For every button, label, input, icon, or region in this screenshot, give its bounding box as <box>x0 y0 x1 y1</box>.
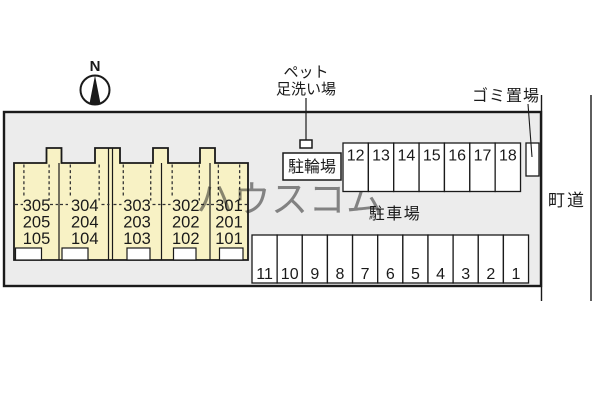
town-road-label: 町道 <box>548 191 586 210</box>
parking-space-number: 18 <box>499 148 517 165</box>
parking-row-top: 12 13 14 15 16 17 18 <box>342 142 522 193</box>
parking-space-number: 9 <box>310 266 319 283</box>
room-number: 202 <box>172 214 200 232</box>
room-number: 303 <box>123 197 151 215</box>
entrance-notch <box>172 247 197 261</box>
parking-space <box>418 142 446 193</box>
garbage-area-box <box>525 142 540 177</box>
garbage-area-label: ゴミ置場 <box>472 86 540 105</box>
parking-space-number: 14 <box>398 148 416 165</box>
parking-space-number: 15 <box>423 148 441 165</box>
pet-wash-box <box>299 139 313 149</box>
parking-space-number: 5 <box>411 266 420 283</box>
parking-space <box>427 234 454 284</box>
room-number: 101 <box>215 230 243 248</box>
parking-space <box>477 234 505 284</box>
parking-space-number: 3 <box>461 266 470 283</box>
parking-lot-label: 駐車場 <box>369 205 422 223</box>
parking-space-number: 10 <box>281 266 299 283</box>
parking-space-number: 16 <box>448 148 466 165</box>
room-number: 103 <box>123 230 151 248</box>
parking-space <box>351 234 379 284</box>
room-number: 302 <box>172 197 200 215</box>
parking-space-number: 4 <box>436 266 445 283</box>
town-road: 町道 <box>540 95 592 301</box>
room-number: 201 <box>215 214 243 232</box>
entrance-notches <box>14 247 244 261</box>
parking-space-number: 1 <box>512 266 521 283</box>
parking-space-number: 8 <box>336 266 345 283</box>
garbage-area: ゴミ置場 <box>472 86 540 177</box>
room-number: 205 <box>23 214 51 232</box>
room-number: 204 <box>71 214 99 232</box>
parking-space-number: 11 <box>256 266 273 283</box>
room-number: 301 <box>215 197 243 215</box>
pet-wash-label-line2: 足洗い場 <box>276 81 336 98</box>
compass: N <box>79 58 111 106</box>
compass-north-label: N <box>90 58 101 75</box>
room-number: 304 <box>71 197 99 215</box>
parking-space-number: 17 <box>474 148 492 165</box>
garbage-leader-line <box>527 103 533 158</box>
parking-space-number: 13 <box>372 148 390 165</box>
parking-space-number: 6 <box>386 266 395 283</box>
room-number: 102 <box>172 230 200 248</box>
parking-space <box>301 234 329 284</box>
pet-wash-label-line1: ペット <box>283 64 328 81</box>
entrance-notch <box>126 247 151 261</box>
parking-space <box>402 234 429 284</box>
parking-space <box>452 234 479 284</box>
parking-space-number: 7 <box>361 266 370 283</box>
parking-space <box>377 234 404 284</box>
entrance-notch <box>218 247 244 261</box>
room-number: 305 <box>23 197 51 215</box>
room-number: 203 <box>123 214 151 232</box>
parking-space-number: 2 <box>486 266 495 283</box>
parking-space <box>276 234 303 284</box>
parking-space <box>502 234 530 284</box>
parking-space <box>393 142 420 193</box>
building-outline <box>13 147 249 261</box>
bicycle-parking: 駐輪場 <box>282 152 342 181</box>
bicycle-parking-label: 駐輪場 <box>288 158 336 176</box>
compass-needle-icon <box>89 75 101 104</box>
parking-space <box>494 142 522 193</box>
room-number: 104 <box>71 230 99 248</box>
room-number: 105 <box>23 230 51 248</box>
entrance-notch <box>61 247 89 261</box>
entrance-notch <box>14 247 43 261</box>
pet-wash-station: ペット 足洗い場 <box>276 64 336 149</box>
bicycle-parking-box <box>282 152 342 181</box>
parking-space-number: 12 <box>347 148 365 165</box>
